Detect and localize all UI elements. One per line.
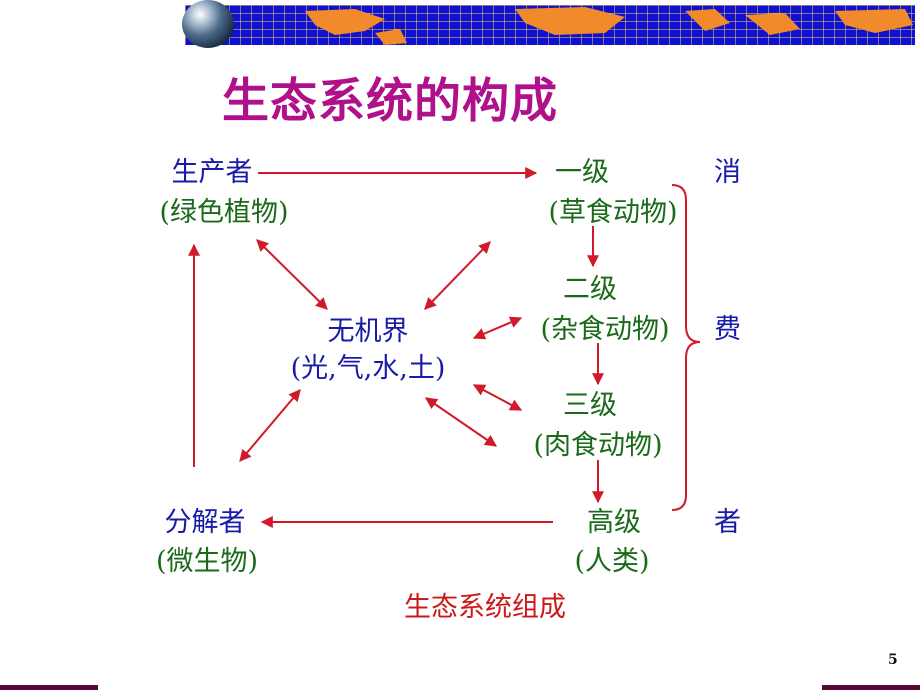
arrow-abiotic-tertiary-2 (425, 397, 497, 447)
consumer-brace (671, 184, 701, 511)
node-producer-name: 生产者 (171, 157, 253, 188)
consumer-label-char: 者 (714, 507, 741, 538)
footer-bar-left (0, 685, 98, 690)
continent-shape (375, 29, 407, 45)
node-decomposer-detail: (微生物) (155, 546, 259, 577)
node-producer-detail: (绿色植物) (159, 197, 289, 228)
arrow-producer-abiotic (256, 239, 328, 310)
node-tertiary-detail: (肉食动物) (533, 430, 663, 461)
consumer-label-char: 费 (714, 314, 741, 345)
node-primary-name: 一级 (555, 157, 609, 188)
arrow-abiotic-decomposer (239, 389, 301, 462)
arrow-abiotic-primary (424, 241, 491, 310)
node-secondary-name: 二级 (563, 274, 617, 305)
arrow-abiotic-secondary (472, 316, 523, 340)
node-abiotic-detail: (光,气,水,土) (290, 353, 446, 384)
node-abiotic-name: 无机界 (327, 316, 409, 347)
arrow-abiotic-tertiary-1 (472, 384, 523, 411)
continent-shape (835, 9, 913, 33)
node-tertiary-name: 三级 (563, 390, 617, 421)
node-decomposer-name: 分解者 (164, 507, 246, 538)
diagram-caption: 生态系统组成 (404, 592, 566, 623)
continent-shape (515, 7, 625, 35)
continent-shape (745, 13, 800, 35)
node-primary-detail: (草食动物) (548, 197, 678, 228)
globe-icon (182, 0, 234, 48)
continent-shape (305, 9, 385, 35)
page-title: 生态系统的构成 (222, 74, 558, 129)
footer-bar-right (822, 685, 920, 690)
continent-shape (685, 9, 730, 31)
consumer-label-char: 消 (714, 157, 741, 188)
world-map-graphic (185, 5, 915, 45)
node-top-detail: (人类) (574, 546, 650, 577)
page-number: 5 (888, 652, 898, 668)
node-secondary-detail: (杂食动物) (540, 314, 670, 345)
world-map-banner (185, 5, 915, 45)
node-top-name: 高级 (587, 507, 641, 538)
